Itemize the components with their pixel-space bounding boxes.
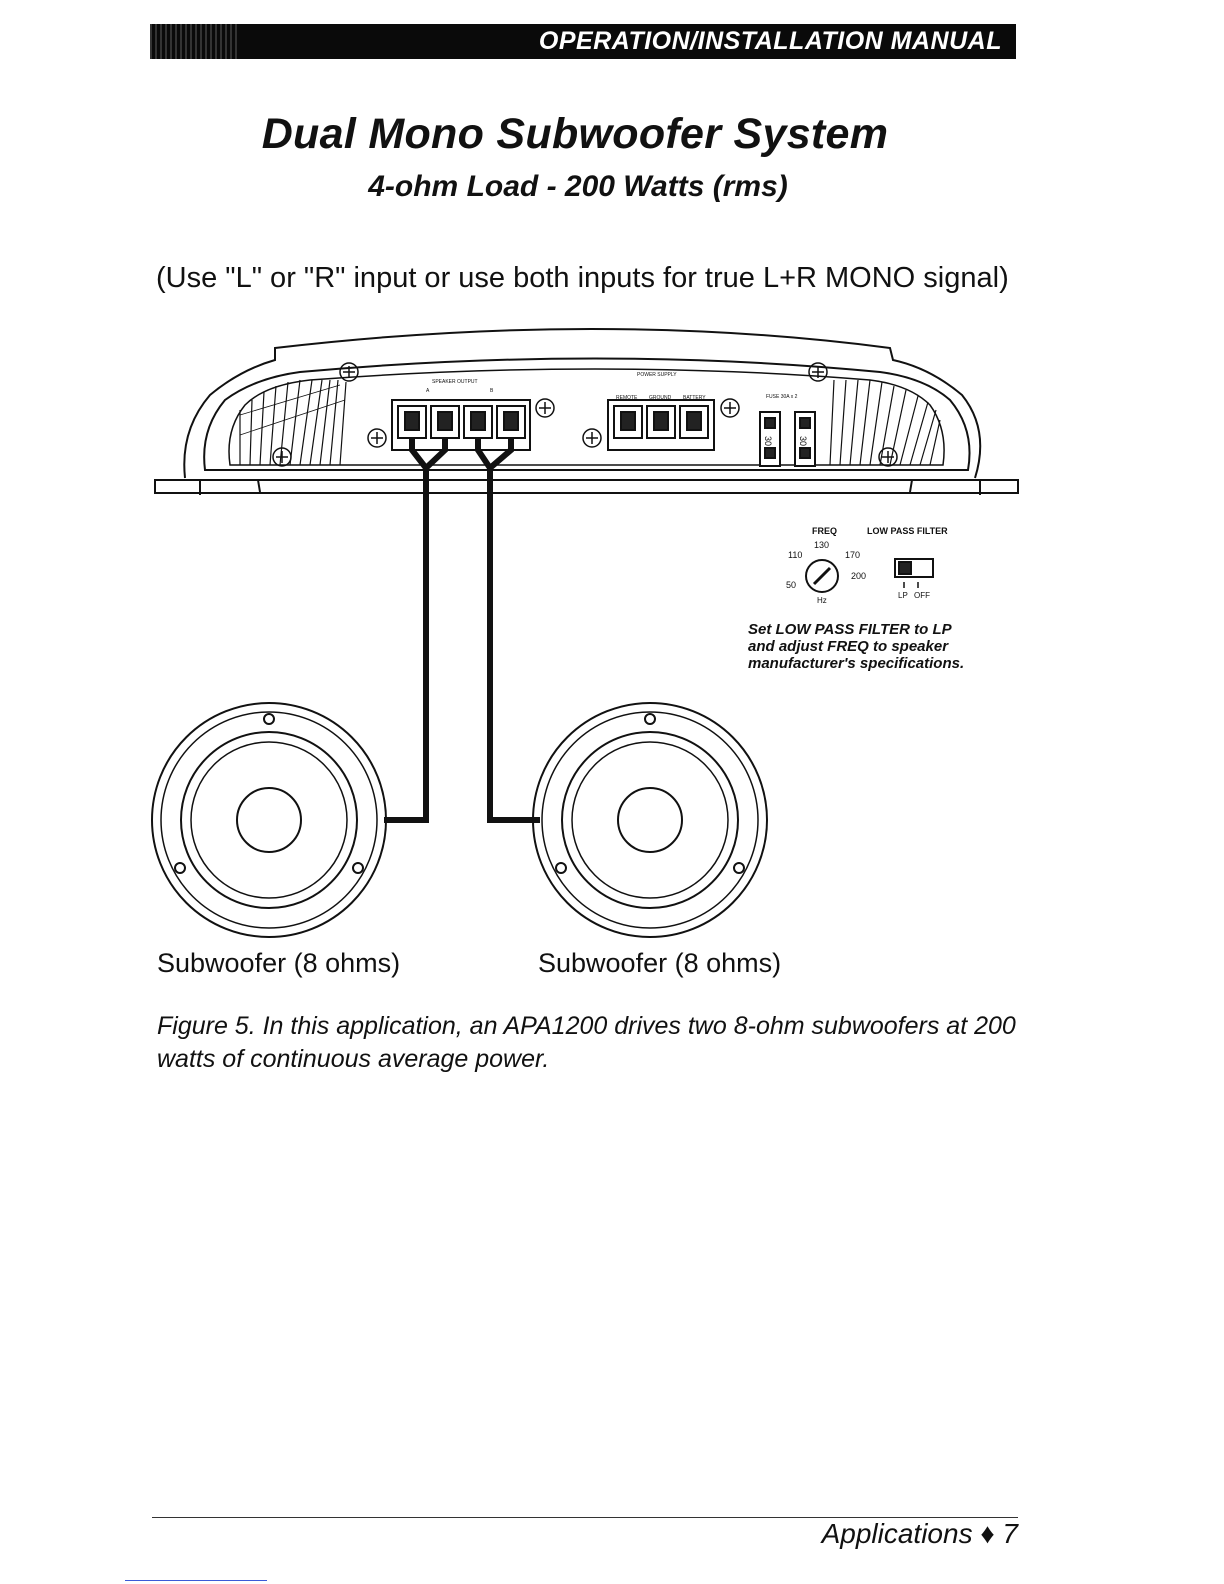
freq-tick-130: 130: [814, 540, 829, 550]
header-title: OPERATION/INSTALLATION MANUAL: [538, 27, 1002, 55]
filter-note-line-3: manufacturer's specifications.: [748, 655, 965, 672]
freq-tick-50: 50: [786, 580, 796, 590]
heatsink-right: [829, 379, 941, 466]
header-texture: [150, 24, 240, 59]
remote-label: REMOTE: [616, 395, 638, 401]
page-subtitle: 4-ohm Load - 200 Watts (rms): [368, 170, 788, 203]
left-subwoofer-label: Subwoofer (8 ohms): [157, 948, 401, 978]
speaker-output-label: SPEAKER OUTPUT: [432, 379, 478, 385]
freq-label: FREQ: [812, 526, 837, 536]
left-subwoofer: [151, 702, 387, 938]
freq-tick-110: 110: [788, 550, 802, 560]
fuse-value-left: 30: [763, 436, 773, 446]
footer-rule: [152, 1517, 1018, 1518]
power-supply-label: POWER SUPPLY: [637, 372, 677, 378]
fuse-value-right: 30: [798, 436, 808, 446]
amplifier-chassis: [154, 328, 1019, 495]
input-instruction: (Use "L" or "R" input or use both inputs…: [156, 262, 1009, 294]
freq-knob: [805, 559, 839, 593]
low-pass-switch: [894, 558, 934, 588]
speaker-wires: [384, 438, 540, 823]
right-subwoofer-label: Subwoofer (8 ohms): [538, 948, 782, 978]
footer-page-label: Applications ♦ 7: [821, 1518, 1018, 1549]
filter-note: Set LOW PASS FILTER to LP and adjust FRE…: [748, 621, 964, 672]
freq-tick-170: 170: [845, 550, 860, 560]
fuse-label: FUSE 30A x 2: [766, 394, 798, 400]
channel-a-label: A: [426, 388, 430, 394]
right-subwoofer: [532, 702, 768, 938]
filter-note-line-1: Set LOW PASS FILTER to LP: [748, 621, 952, 638]
screw-bosses: [272, 362, 898, 467]
hz-label: Hz: [817, 596, 827, 605]
speaker-output-terminals: [391, 399, 531, 451]
channel-b-label: B: [490, 388, 494, 394]
page-title: Dual Mono Subwoofer System: [261, 110, 889, 158]
power-supply-terminals: [607, 399, 715, 451]
ground-label: GROUND: [649, 395, 672, 401]
header-bar: OPERATION/INSTALLATION MANUAL: [150, 24, 1016, 59]
heatsink-left: [239, 379, 347, 466]
battery-label: BATTERY: [683, 395, 706, 401]
lp-label: LP: [898, 591, 908, 600]
filter-note-line-2: and adjust FREQ to speaker: [748, 638, 949, 655]
figure-caption: Figure 5. In this application, an APA120…: [157, 1012, 1016, 1073]
footer-mark: [125, 1580, 267, 1581]
fuse-holders: [759, 411, 816, 467]
off-label: OFF: [914, 591, 930, 600]
low-pass-filter-label: LOW PASS FILTER: [867, 526, 948, 536]
wiring-diagram: SPEAKER OUTPUT A B POWER SUPPLY REMOTE G…: [151, 328, 1019, 938]
freq-tick-200: 200: [851, 571, 866, 581]
